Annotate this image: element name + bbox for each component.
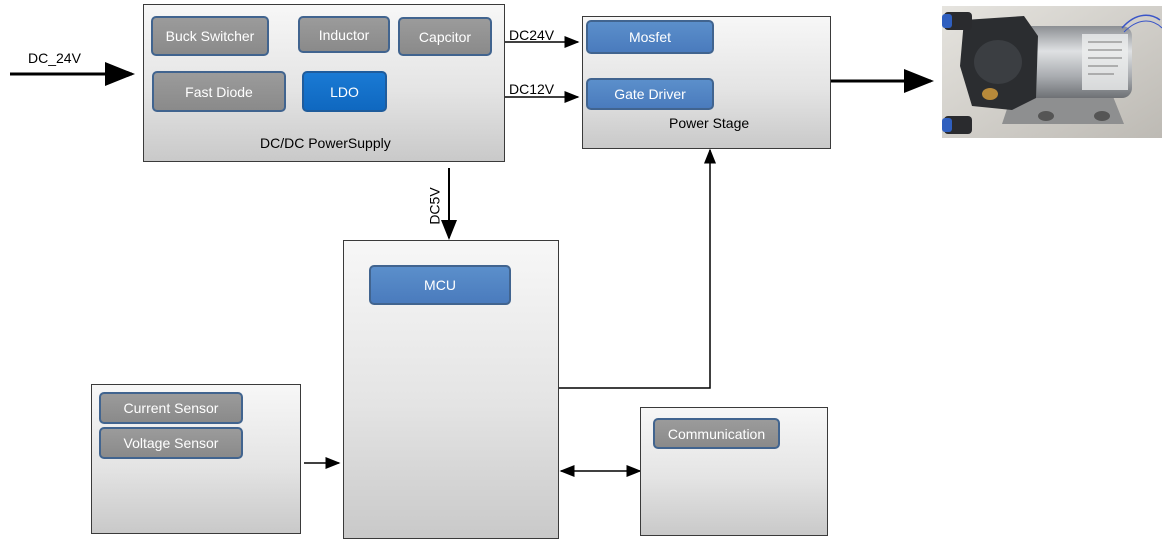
dc12-label: DC12V (509, 81, 555, 97)
pump-photo (942, 6, 1162, 138)
voltage-sensor-chip: Voltage Sensor (99, 427, 243, 459)
ldo-chip: LDO (302, 71, 387, 112)
mcu-chip: MCU (369, 265, 511, 305)
capacitor-chip: Capcitor (398, 17, 492, 56)
communication-chip: Communication (653, 418, 780, 449)
dcdc-power-supply-block: Buck Switcher Inductor Capcitor Fast Dio… (143, 4, 505, 162)
communication-block: Communication (640, 407, 828, 536)
mosfet-chip: Mosfet (586, 20, 714, 54)
gate-driver-chip: Gate Driver (586, 78, 714, 110)
mcu-block: MCU (343, 240, 559, 539)
current-sensor-chip: Current Sensor (99, 392, 243, 424)
buck-switcher-chip: Buck Switcher (151, 16, 269, 56)
inductor-chip: Inductor (298, 16, 390, 53)
dc24-input-label: DC_24V (28, 50, 81, 66)
fast-diode-chip: Fast Diode (152, 71, 286, 112)
power-stage-block: Mosfet Gate Driver Power Stage (582, 16, 831, 149)
dc24-label: DC24V (509, 27, 555, 43)
sensor-block: Current Sensor Voltage Sensor (91, 384, 301, 534)
dc5-label: DC5V (426, 187, 443, 225)
power-stage-caption: Power Stage (669, 115, 750, 131)
mcu-to-power-stage-wire (559, 148, 716, 389)
power-supply-caption: DC/DC PowerSupply (260, 135, 391, 151)
